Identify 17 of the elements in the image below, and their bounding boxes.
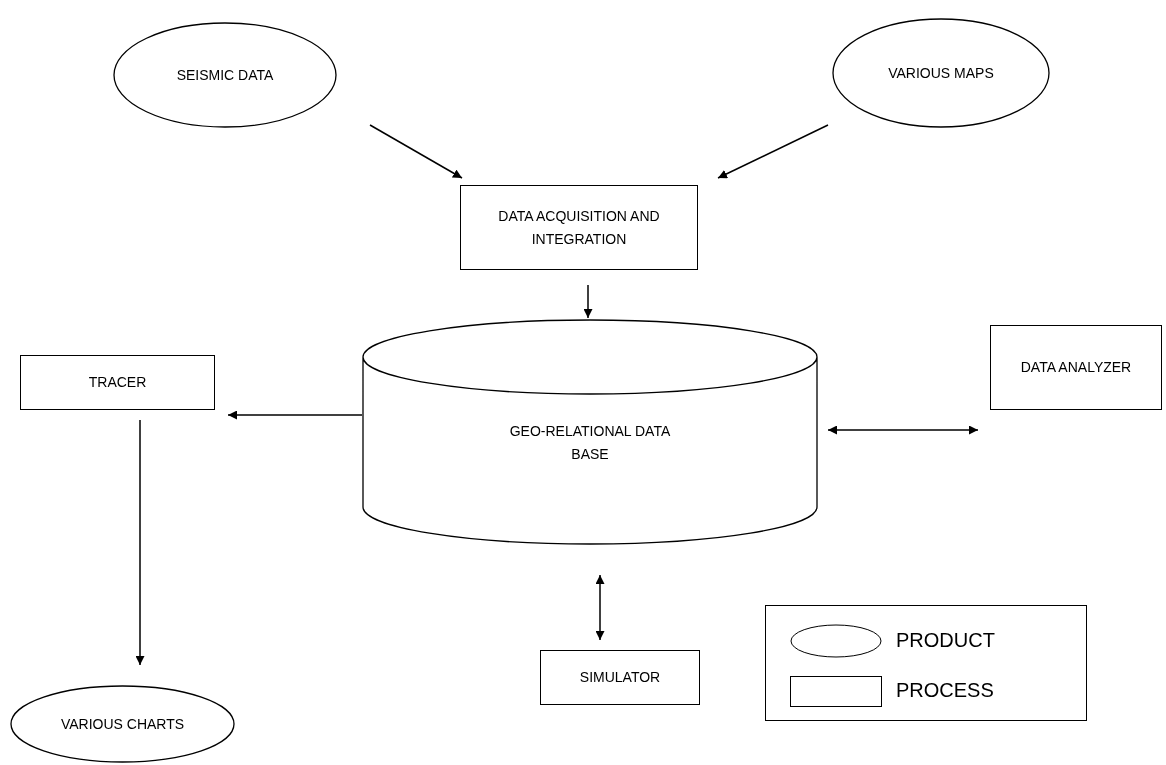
arrow xyxy=(227,410,363,420)
arrow xyxy=(583,284,593,319)
node-label: VARIOUS MAPS xyxy=(888,63,994,83)
node-label: VARIOUS CHARTS xyxy=(60,714,185,734)
node-label: TRACER xyxy=(88,373,147,393)
node-label: SEISMIC DATA xyxy=(176,65,274,85)
node-label: GEO-RELATIONAL DATA BASE xyxy=(508,422,672,464)
arrow xyxy=(595,574,605,641)
arrow xyxy=(827,425,979,435)
node-label: DATA ANALYZER xyxy=(1020,358,1132,378)
legend-label: PROCESS xyxy=(896,679,994,702)
legend-label: PRODUCT xyxy=(896,629,995,652)
node-label: SIMULATOR xyxy=(579,668,661,688)
arrow xyxy=(135,419,145,666)
node-label: DATA ACQUISITION AND INTEGRATION xyxy=(497,207,661,249)
arrow xyxy=(717,124,829,179)
arrow xyxy=(369,124,463,179)
